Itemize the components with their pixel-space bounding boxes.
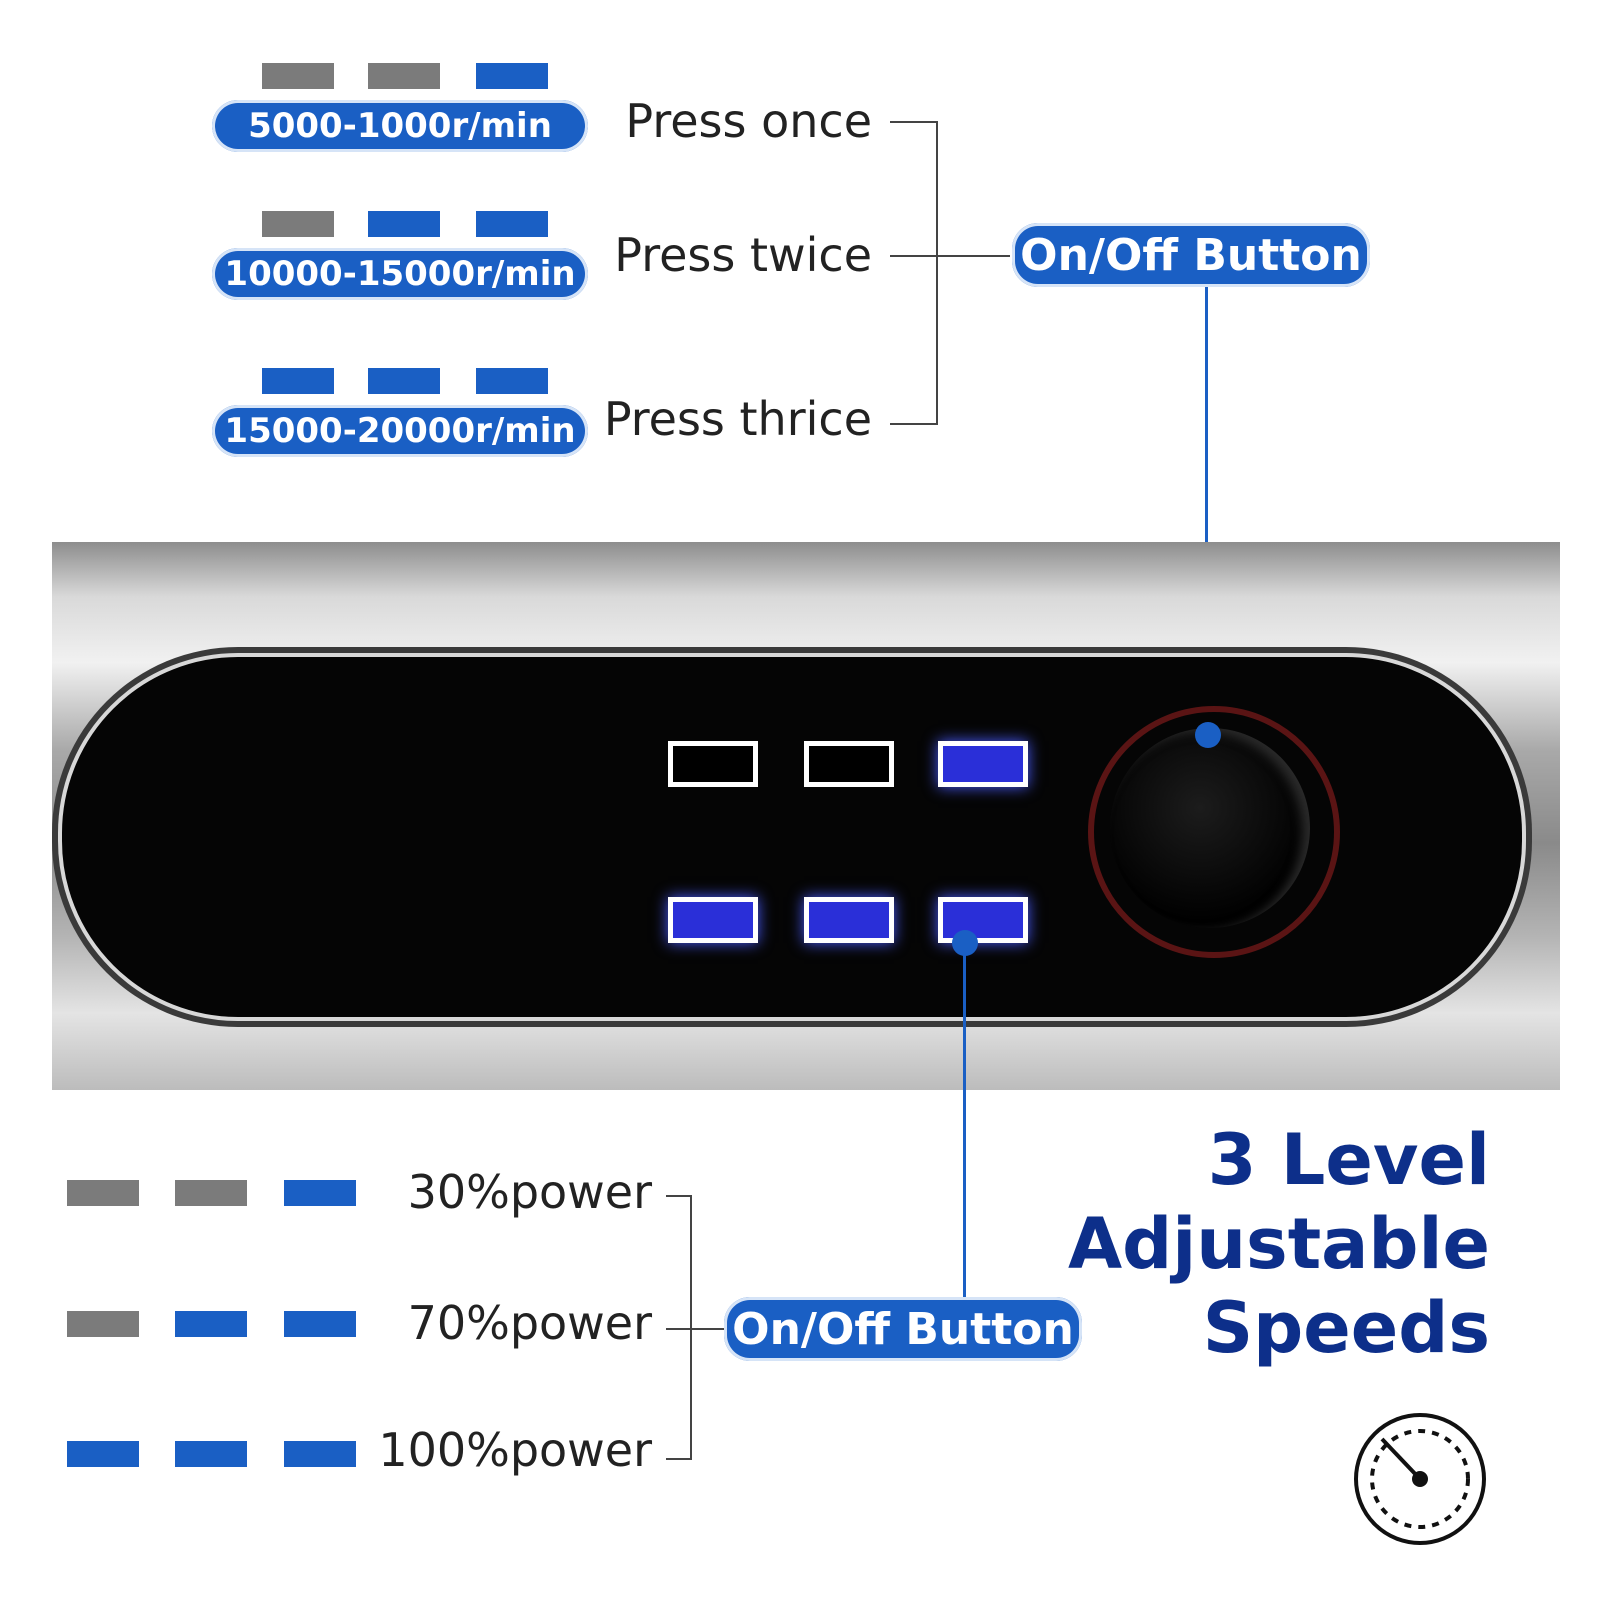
headline-line-2: Adjustable xyxy=(1067,1203,1490,1285)
on-off-button-label-bottom: On/Off Button xyxy=(724,1297,1082,1361)
indicator-on xyxy=(175,1441,247,1467)
indicator-on xyxy=(476,368,548,394)
power-led-2 xyxy=(804,897,894,943)
indicator-off xyxy=(175,1180,247,1206)
on-off-knob[interactable] xyxy=(1110,728,1310,928)
indicator-on xyxy=(368,211,440,237)
indicator-on xyxy=(67,1441,139,1467)
headline-line-3: Speeds xyxy=(1202,1287,1490,1369)
headline: 3 Level Adjustable Speeds xyxy=(1068,1118,1490,1370)
indicator-on xyxy=(175,1311,247,1337)
speed-range-pill: 15000-20000r/min xyxy=(212,405,588,457)
speedometer-icon xyxy=(1350,1409,1490,1549)
connector-line xyxy=(666,1458,692,1460)
power-label: 30%power xyxy=(407,1165,652,1219)
connector-bracket xyxy=(936,121,938,425)
indicator-on xyxy=(284,1311,356,1337)
connector-bracket xyxy=(690,1195,692,1460)
indicator-on xyxy=(284,1441,356,1467)
indicator-off xyxy=(67,1180,139,1206)
speed-led-1 xyxy=(668,741,758,787)
indicator-on xyxy=(262,368,334,394)
connector-line xyxy=(666,1195,692,1197)
connector-line xyxy=(666,1328,724,1330)
indicator-off xyxy=(262,63,334,89)
connector-line xyxy=(890,121,938,123)
speed-led-2 xyxy=(804,741,894,787)
press-thrice-label: Press thrice xyxy=(603,392,872,446)
press-twice-label: Press twice xyxy=(614,228,872,282)
pointer-line xyxy=(963,943,966,1297)
headline-line-1: 3 Level xyxy=(1207,1119,1490,1201)
indicator-on xyxy=(476,63,548,89)
press-once-label: Press once xyxy=(625,94,872,148)
speed-range-pill: 5000-1000r/min xyxy=(212,100,588,152)
indicator-on xyxy=(476,211,548,237)
indicator-on xyxy=(368,368,440,394)
power-led-3 xyxy=(938,897,1028,943)
pointer-line xyxy=(1205,287,1208,732)
on-off-button-label-top: On/Off Button xyxy=(1012,223,1370,287)
power-label: 70%power xyxy=(407,1296,652,1350)
pointer-dot xyxy=(1195,722,1221,748)
indicator-off xyxy=(262,211,334,237)
indicator-on xyxy=(284,1180,356,1206)
indicator-off xyxy=(368,63,440,89)
power-led-1 xyxy=(668,897,758,943)
speed-range-pill: 10000-15000r/min xyxy=(212,248,588,300)
power-label: 100%power xyxy=(378,1423,652,1477)
indicator-off xyxy=(67,1311,139,1337)
connector-line xyxy=(890,255,1010,257)
speed-led-3 xyxy=(938,741,1028,787)
connector-line xyxy=(890,423,938,425)
